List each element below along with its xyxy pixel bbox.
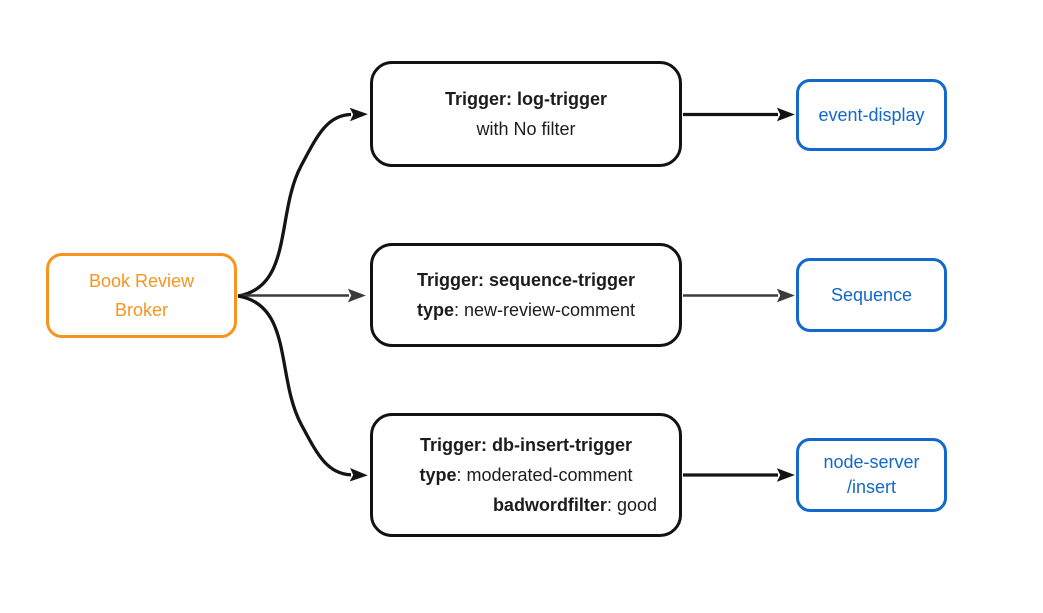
- node-label-line: with No filter: [373, 114, 679, 144]
- node-label-line: badwordfilter: good: [373, 490, 679, 520]
- node-label-line: type: moderated-comment: [373, 460, 679, 490]
- edge-broker-to-db-insert-trigger: [237, 294, 368, 482]
- label-segment-bold: Trigger: log-trigger: [445, 89, 607, 109]
- node-label-line: Trigger: sequence-trigger: [373, 265, 679, 295]
- sink-sequence-node: Sequence: [796, 258, 947, 332]
- label-segment: : new-review-comment: [453, 300, 636, 320]
- node-label-line: node-server: [823, 452, 920, 472]
- sink-node-server-insert-node: node-server/insert: [796, 438, 947, 512]
- sink-event-display-node: event-display: [796, 79, 947, 151]
- label-segment: with No filter: [476, 119, 576, 139]
- node-label-line: Book Review: [88, 270, 195, 291]
- label-segment-bold: Trigger: db-insert-trigger: [419, 435, 632, 455]
- trigger-db-insert-trigger-node: Trigger: db-insert-trigger type: moderate…: [370, 413, 682, 537]
- label-segment: : good: [606, 495, 657, 515]
- node-label-line: Broker: [114, 299, 168, 320]
- node-label-line: Sequence: [830, 284, 913, 305]
- label-segment-bold: type: [416, 300, 454, 320]
- node-label-line: Trigger: log-trigger: [373, 84, 679, 114]
- label-segment-bold: badwordfilter: [492, 495, 607, 515]
- label-segment-bold: type: [419, 465, 457, 485]
- node-label-line: event-display: [818, 104, 925, 125]
- trigger-sequence-trigger-node: Trigger: sequence-trigger type: new-revie…: [370, 243, 682, 347]
- node-label-line: type: new-review-comment: [373, 295, 679, 325]
- label-segment-bold: Trigger: sequence-trigger: [416, 270, 636, 290]
- label-segment: : moderated-comment: [456, 465, 633, 485]
- trigger-log-trigger-node: Trigger: log-trigger with No filter: [370, 61, 682, 167]
- edge-broker-to-log-trigger: [237, 107, 368, 298]
- node-label-line: Trigger: db-insert-trigger: [373, 430, 679, 460]
- node-label-line: /insert: [846, 477, 897, 497]
